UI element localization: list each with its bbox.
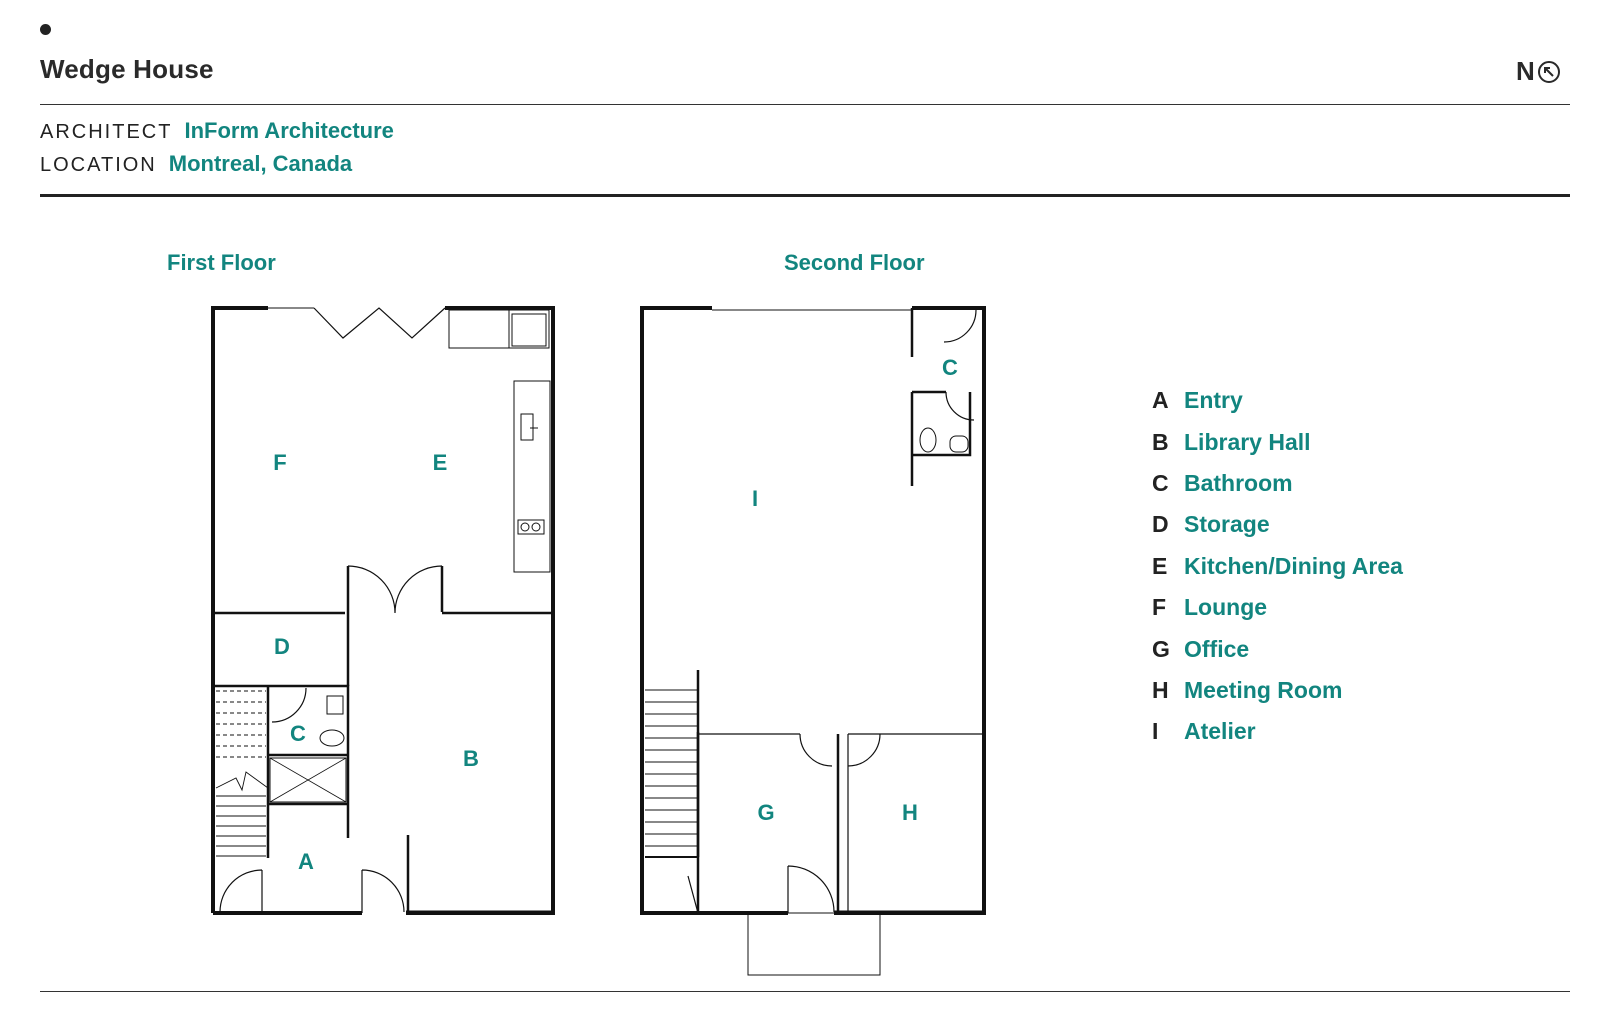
meta-divider	[40, 194, 1570, 197]
legend-letter: B	[1152, 428, 1169, 455]
bullet-dot	[40, 24, 51, 35]
legend-item: C Bathroom	[1152, 463, 1403, 504]
cooktop	[517, 519, 545, 535]
toilet-fixture	[319, 729, 345, 747]
room-label-G: G	[757, 800, 774, 825]
legend-name: Meeting Room	[1184, 676, 1343, 703]
legend-letter: A	[1152, 387, 1169, 414]
entry-door-right	[361, 869, 405, 913]
legend-item: D Storage	[1152, 504, 1403, 545]
second-floor-outer-walls	[640, 306, 986, 915]
legend-name: Lounge	[1184, 594, 1268, 621]
north-label: N	[1516, 56, 1535, 86]
location-row: LOCATION Montreal, Canada	[40, 151, 352, 177]
legend-item: B Library Hall	[1152, 421, 1403, 462]
partition-doors	[799, 733, 881, 913]
location-label: LOCATION	[40, 154, 157, 176]
north-arrow-icon	[1537, 60, 1560, 83]
north-indicator: N	[1516, 56, 1561, 87]
architect-label: ARCHITECT	[40, 121, 173, 143]
second-floor-stairs	[645, 670, 700, 858]
sink	[520, 413, 534, 441]
location-value: Montreal, Canada	[168, 151, 353, 176]
bathroom-door-top	[943, 309, 977, 343]
first-floor-stairs	[215, 690, 269, 857]
first-floor-outer-walls	[211, 306, 555, 915]
double-door	[347, 565, 443, 614]
legend-name: Storage	[1184, 511, 1270, 538]
legend-letter: D	[1152, 511, 1169, 538]
room-label-A: A	[298, 849, 314, 874]
kitchen-counter-top	[448, 309, 550, 349]
first-floor-title: First Floor	[167, 250, 276, 275]
second-floor-title: Second Floor	[784, 250, 925, 275]
folding-door	[313, 307, 446, 339]
architect-value: InForm Architecture	[184, 118, 394, 143]
room-label-D: D	[274, 634, 290, 659]
legend-name: Office	[1184, 635, 1250, 662]
bathroom-door-mid	[945, 391, 975, 421]
room-label-I: I	[752, 486, 758, 511]
room-label-F: F	[273, 450, 286, 475]
legend-item: A Entry	[1152, 380, 1403, 421]
room-label-E: E	[433, 450, 448, 475]
legend-name: Library Hall	[1184, 428, 1311, 455]
architect-row: ARCHITECT InForm Architecture	[40, 118, 394, 144]
room-label-C: C	[290, 721, 306, 746]
legend-name: Atelier	[1184, 718, 1256, 745]
second-floor-plan	[640, 306, 986, 976]
room-label-H: H	[902, 800, 918, 825]
kitchen-counter-side	[513, 380, 551, 573]
legend-item: H Meeting Room	[1152, 670, 1403, 711]
legend-name: Entry	[1184, 387, 1243, 414]
room-label-C2: C	[942, 355, 958, 380]
legend-name: Kitchen/Dining Area	[1184, 552, 1403, 579]
sink-fixture	[326, 695, 344, 715]
legend-item: F Lounge	[1152, 587, 1403, 628]
toilet-fixture	[919, 427, 937, 453]
page-title: Wedge House	[40, 54, 214, 84]
balcony	[747, 912, 881, 976]
office-door	[687, 865, 835, 914]
mid-wall	[213, 566, 553, 640]
legend-name: Bathroom	[1184, 469, 1293, 496]
entry-door-left	[219, 869, 263, 913]
bathroom-door	[271, 687, 307, 723]
legend-item: I Atelier	[1152, 711, 1403, 752]
footer-divider	[40, 991, 1570, 992]
bathroom-walls	[213, 684, 350, 858]
legend-letter: G	[1152, 635, 1170, 662]
legend-letter: F	[1152, 594, 1167, 621]
legend-letter: E	[1152, 552, 1168, 579]
first-floor-plan	[211, 306, 555, 915]
legend-item: G Office	[1152, 628, 1403, 669]
legend-letter: C	[1152, 469, 1169, 496]
header-divider	[40, 104, 1570, 105]
legend-letter: I	[1152, 718, 1159, 745]
bathroom-block	[910, 308, 972, 486]
legend-item: E Kitchen/Dining Area	[1152, 546, 1403, 587]
legend-letter: H	[1152, 676, 1169, 703]
shower	[269, 757, 347, 803]
bidet-fixture	[949, 435, 969, 453]
room-label-B: B	[463, 746, 479, 771]
